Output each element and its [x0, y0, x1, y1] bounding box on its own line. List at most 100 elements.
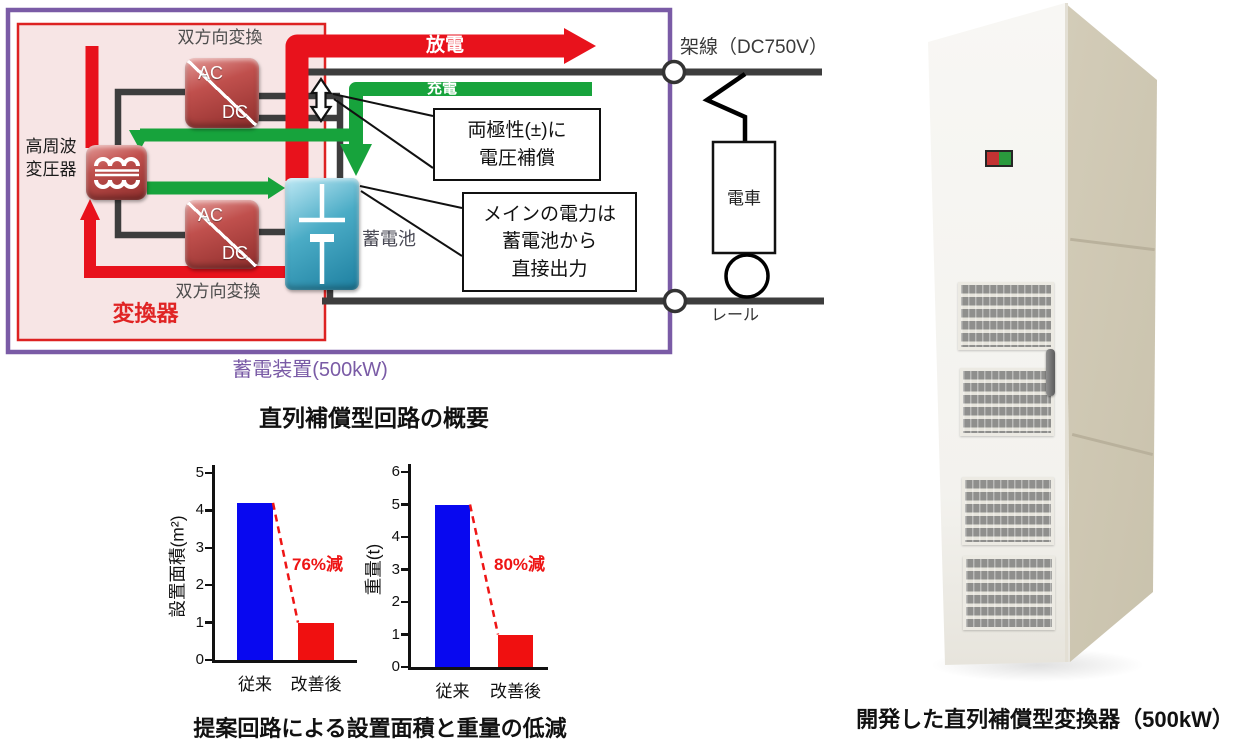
vent-grille	[963, 556, 1055, 630]
reduction-annotation: 76%減	[292, 555, 344, 574]
rail-label: レール	[710, 307, 759, 324]
voltage-compensation-callout: 両極性(±)に 電圧補償	[433, 108, 601, 181]
reduction-annotation: 80%減	[494, 555, 546, 574]
red-up-arrowhead	[80, 199, 100, 220]
capacitor-symbol-icon	[299, 184, 345, 284]
y-tick-label: 2	[391, 593, 400, 610]
y-tick-label: 0	[195, 651, 204, 668]
y-tick-mark	[401, 568, 408, 571]
y-tick-label: 5	[195, 464, 204, 481]
wheel-circle	[724, 253, 770, 299]
y-tick-mark	[205, 583, 212, 587]
callout-leader-lines	[332, 93, 463, 257]
battery-label: 蓄電池	[362, 229, 416, 249]
charge-label: 充電	[426, 80, 457, 97]
photo-caption: 開発した直列補償型変換器（500kW）	[856, 707, 1234, 732]
ac-label: AC	[198, 63, 224, 83]
main-power-callout: メインの電力は 蓄電池から 直接出力	[462, 192, 637, 292]
status-indicator-lights	[985, 150, 1013, 167]
dc-label: DC	[222, 102, 248, 122]
storage-device-outline	[5, 7, 673, 355]
overhead-junction-node	[661, 59, 687, 85]
charge-arrow-shaft	[349, 82, 592, 146]
y-tick-label: 4	[195, 501, 204, 519]
y-tick-label: 3	[391, 560, 400, 578]
converter-label: 変換器	[112, 301, 179, 326]
discharge-label: 放電	[425, 35, 464, 56]
y-tick-label: 6	[391, 463, 400, 480]
storage-device-label: 蓄電装置(500kW)	[232, 359, 388, 381]
red-loop-bottom	[84, 218, 286, 278]
green-transformer-arrowhead	[129, 130, 151, 150]
transformer-coil-icon	[94, 157, 140, 189]
acdc-converter-bottom: AC DC	[185, 200, 259, 269]
rail-junction-node	[662, 288, 688, 314]
train-label: 電車	[727, 189, 761, 208]
y-tick-label: 5	[391, 495, 400, 513]
y-tick-mark	[401, 535, 408, 539]
y-tick-mark	[401, 633, 408, 636]
acdc-diagonal	[185, 200, 259, 269]
y-tick-mark	[205, 509, 212, 512]
vent-grille	[958, 282, 1054, 350]
x-category-label: 従来	[435, 682, 470, 701]
wire-acdc-top-left	[114, 88, 186, 146]
y-tick-mark	[401, 470, 408, 474]
converter-cabinet-photo	[900, 0, 1190, 705]
y-tick-label: 3	[195, 538, 204, 556]
x-category-label: 改善後	[290, 675, 342, 694]
battery-block	[285, 178, 359, 290]
reduction-dashed-line	[271, 502, 300, 623]
wire-acdc-bottom-left	[114, 198, 186, 239]
cabinet-corner-edge	[1065, 3, 1068, 662]
y-tick-mark	[401, 503, 408, 506]
voltage-compensation-double-arrow-icon	[309, 77, 333, 123]
green-battery-arrowhead	[268, 177, 285, 199]
acdc-converter-top: AC DC	[185, 58, 259, 128]
bidirectional-conversion-label-top: 双方向変換	[177, 28, 263, 47]
y-axis	[212, 465, 215, 662]
x-category-label: 改善後	[490, 682, 541, 701]
y-tick-mark	[205, 546, 212, 550]
y-tick-mark	[205, 471, 212, 475]
chart-bar	[298, 622, 334, 660]
ac-label: AC	[198, 205, 224, 225]
discharge-arrowhead	[564, 28, 596, 64]
bidirectional-conversion-label-bottom: 双方向変換	[175, 282, 261, 301]
train-branch	[702, 72, 777, 299]
junction-nodes	[661, 59, 688, 314]
chart-bar	[435, 504, 470, 667]
charge-down-arrowhead	[340, 144, 372, 176]
y-tick-mark	[205, 658, 212, 662]
hf-transformer-block	[86, 145, 147, 200]
pantograph-zigzag	[702, 72, 748, 143]
circuit-diagram	[5, 7, 824, 355]
door-handle	[1046, 349, 1055, 396]
chart-bar	[237, 502, 273, 660]
overhead-wire-label: 架線（DC750V）	[680, 37, 828, 58]
y-tick-label: 0	[391, 658, 400, 675]
y-axis	[408, 464, 411, 669]
cabinet-side-panel	[1065, 3, 1157, 662]
y-tick-mark	[205, 621, 212, 624]
chart-bar	[498, 634, 533, 667]
charts-caption: 提案回路による設置面積と重量の低減	[193, 716, 567, 741]
x-category-label: 従来	[238, 675, 272, 694]
charge-path	[129, 82, 592, 199]
y-tick-label: 1	[195, 613, 204, 631]
vent-grille	[960, 368, 1054, 436]
y-tick-label: 2	[195, 576, 204, 594]
x-axis	[212, 660, 357, 663]
x-axis	[408, 667, 548, 670]
dc-label: DC	[222, 243, 248, 263]
train-box	[711, 140, 777, 255]
hf-transformer-label: 高周波 変圧器	[25, 137, 77, 179]
y-tick-mark	[401, 600, 408, 604]
acdc-diagonal	[185, 58, 259, 128]
y-tick-label: 4	[391, 528, 400, 545]
reduction-dashed-line	[468, 504, 500, 635]
y-tick-mark	[401, 665, 408, 669]
